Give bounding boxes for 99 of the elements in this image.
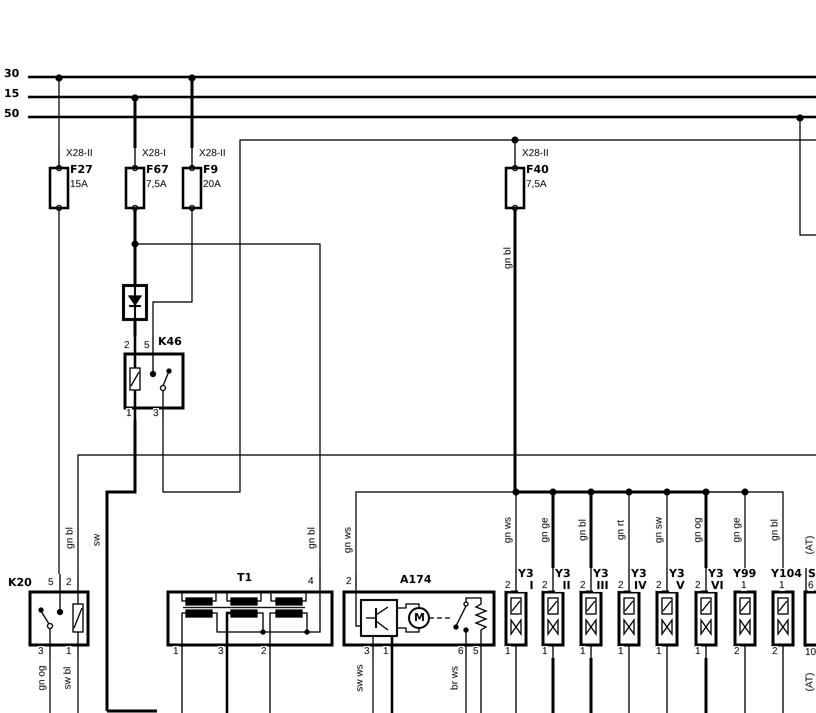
wire xyxy=(106,420,136,711)
valve-label: Y3 VI xyxy=(708,568,724,592)
pin-number: 2 xyxy=(542,580,548,591)
wire-color-code: gn rt xyxy=(616,520,626,540)
valve-label: Y3 I xyxy=(518,568,534,592)
wire xyxy=(134,210,321,572)
fuse-rating: 20A xyxy=(203,179,221,190)
wire xyxy=(58,210,60,574)
pin-number: 2 xyxy=(580,580,586,591)
pin-number: 1 xyxy=(741,580,747,591)
wire-color-code: br ws xyxy=(450,666,460,690)
component-label: A174 xyxy=(400,574,432,586)
pin-number: 1 xyxy=(618,646,624,657)
note-text: (AT) xyxy=(804,672,816,692)
wire-color-code: sw xyxy=(92,534,102,546)
wire-color-code: gn og xyxy=(692,517,704,543)
fuse-label: F9 xyxy=(203,164,218,176)
pin-number: 2 xyxy=(618,580,624,591)
valve-label: Y3 III xyxy=(593,568,609,592)
connector-label: X28-II xyxy=(522,148,549,159)
wire xyxy=(152,210,193,336)
valve-label: Y3 IV xyxy=(631,568,647,592)
valve-label: Y3 II xyxy=(555,568,571,592)
pin-number: 1 xyxy=(656,646,662,657)
fuse-rating: 15A xyxy=(70,179,88,190)
connector-label: X28-II xyxy=(199,148,226,159)
pin-number: 1 xyxy=(779,580,785,591)
pin-number: 1 xyxy=(126,408,132,419)
fuse-label: F27 xyxy=(70,164,93,176)
pin-number: 6 xyxy=(458,646,464,657)
wire-color-code: gn ge xyxy=(540,517,550,543)
wire-color-code: sw bl xyxy=(62,666,74,690)
pin-number: 5 xyxy=(473,646,479,657)
pin-number: 1 xyxy=(695,646,701,657)
fuse-label: F40 xyxy=(526,164,549,176)
wire-color-code: gn bl xyxy=(578,519,588,541)
pin-number: 1 xyxy=(173,646,179,657)
wire-color-code: gn sw xyxy=(654,516,664,544)
pin-number: 1 xyxy=(66,646,72,657)
terminal-label: 30 xyxy=(4,68,20,80)
pin-number: 3 xyxy=(153,408,159,419)
wire xyxy=(465,658,467,713)
wire xyxy=(134,321,136,336)
pin-number: 1 xyxy=(580,646,586,657)
note-text: (AT) xyxy=(804,536,816,554)
terminal-label: 15 xyxy=(4,88,20,100)
terminal-label: 50 xyxy=(4,108,20,120)
wire xyxy=(134,210,136,284)
wire-color-code: gn bl xyxy=(770,519,780,541)
component-label: T1 xyxy=(237,572,252,584)
motor-letter: M xyxy=(414,612,425,624)
wire xyxy=(55,74,63,148)
valve-label: Y99 xyxy=(733,568,756,580)
wire xyxy=(796,114,816,236)
pin-number: 3 xyxy=(218,646,224,657)
wire-color-code: gn bl xyxy=(64,527,76,549)
pin-number: 2 xyxy=(66,577,72,588)
valve-label: Y3 V xyxy=(669,568,685,592)
pin-number: 1 xyxy=(383,646,389,657)
pin-number: 2 xyxy=(695,580,701,591)
pin-number: 2 xyxy=(772,646,778,657)
wire xyxy=(49,658,51,713)
wire xyxy=(77,454,816,574)
fuse-label: F67 xyxy=(146,164,169,176)
valve-label: Y104 xyxy=(771,568,802,580)
pin-number: 10 xyxy=(805,647,816,658)
wire-color-code: gn ge xyxy=(732,517,742,543)
relay-label: K20 xyxy=(8,577,32,589)
pin-number: 2 xyxy=(346,576,352,587)
wire-color-code: gn og xyxy=(36,665,48,691)
component-label: S xyxy=(808,568,816,580)
pin-number: 3 xyxy=(364,646,370,657)
pin-number: 5 xyxy=(144,340,150,351)
pin-number: 3 xyxy=(38,646,44,657)
wire xyxy=(131,94,139,148)
pin-number: 6 xyxy=(808,580,814,591)
wire xyxy=(188,74,196,148)
pin-number: 2 xyxy=(261,646,267,657)
pin-number: 2 xyxy=(505,580,511,591)
connector-label: X28-I xyxy=(142,148,166,159)
wire xyxy=(77,658,79,713)
connector-label: X28-II xyxy=(66,148,93,159)
wire xyxy=(162,139,516,493)
wire-color-code: gn bl xyxy=(306,527,318,549)
pin-number: 4 xyxy=(308,576,314,587)
pin-number: 2 xyxy=(656,580,662,591)
wire-color-code: gn ws xyxy=(342,526,354,554)
pin-number: 2 xyxy=(734,646,740,657)
relay-label: K46 xyxy=(158,336,182,348)
wire-color-code: gn ws xyxy=(502,516,514,544)
pin-number: 1 xyxy=(505,646,511,657)
wire-color-code: sw ws xyxy=(354,664,366,692)
wire xyxy=(372,658,374,713)
fuse-rating: 7,5A xyxy=(526,179,547,190)
wire-color-code: gn bl xyxy=(502,247,514,269)
pin-number: 1 xyxy=(542,646,548,657)
pin-number: 5 xyxy=(48,577,54,588)
fuse-rating: 7,5A xyxy=(146,179,167,190)
pin-number: 2 xyxy=(124,340,130,351)
